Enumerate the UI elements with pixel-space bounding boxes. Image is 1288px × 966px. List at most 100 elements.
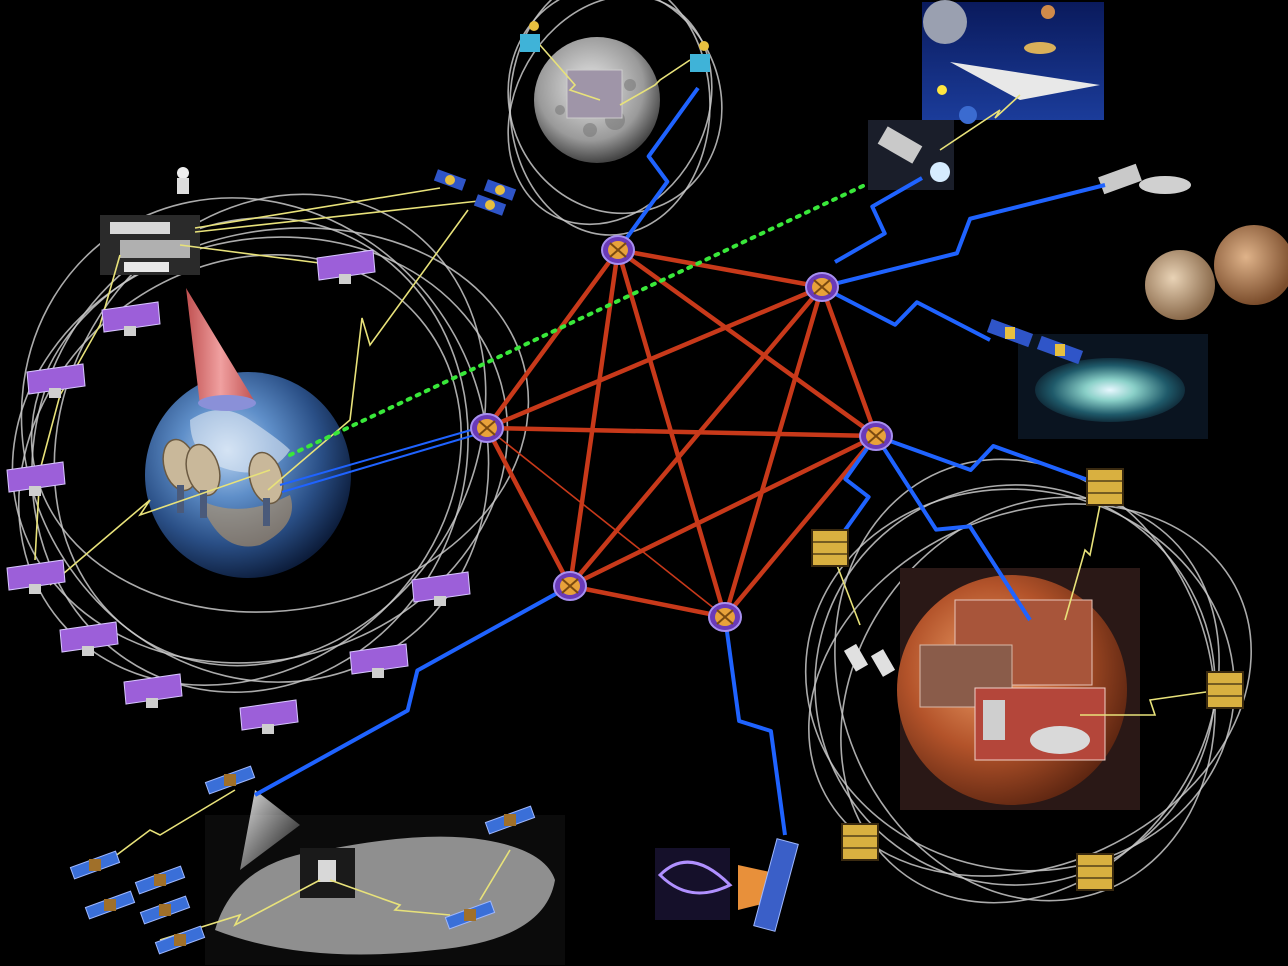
backbone-link [569, 433, 877, 589]
earth-relay-satellite-icon [6, 461, 66, 496]
sat-bus [146, 698, 158, 708]
backbone-link [569, 583, 726, 620]
space-scene-icon [922, 0, 1104, 124]
local-link [939, 94, 1021, 151]
magnetosphere-field [657, 860, 733, 895]
cone-base [198, 395, 256, 411]
sat-bus [1055, 344, 1065, 356]
comm-satellite-icon [433, 169, 467, 191]
hub-strut [609, 242, 627, 258]
beam-cone-icon [186, 288, 256, 411]
sat-bus [1206, 671, 1244, 709]
antenna-mast [200, 490, 207, 518]
station-truss [110, 222, 170, 234]
swarm-satellite-icon [154, 925, 206, 955]
sat-bus [485, 200, 495, 210]
moon-icon [534, 37, 660, 163]
moon-crater [555, 105, 565, 115]
satellites-layer [6, 21, 1244, 955]
mars-orbit [814, 484, 1216, 886]
sat-bus [124, 326, 136, 336]
telescope-icon [868, 120, 954, 190]
asteroid-icon [205, 790, 565, 965]
earth-relay-satellite-icon [123, 673, 183, 708]
sat-bus [82, 646, 94, 656]
local-link [539, 44, 601, 101]
sat-bus [29, 584, 41, 594]
swarm-satellite-icon [204, 765, 256, 795]
solar-panel [349, 643, 409, 675]
lunar-relay-satellite-icon [690, 41, 710, 72]
ringed-planet [1024, 42, 1056, 54]
solar-panel [411, 571, 471, 603]
antenna-dish [248, 451, 284, 505]
lunar-relay-satellite-icon [520, 21, 540, 52]
sat-bus [159, 904, 171, 916]
local-link [49, 469, 271, 586]
backbone-link [723, 434, 878, 619]
sat-bus [690, 54, 710, 72]
earth-relay-satellite-icon [316, 249, 376, 284]
solar-panel [239, 699, 299, 731]
astronaut-head [177, 167, 189, 179]
solar-panel [316, 249, 376, 281]
mars-orbit [834, 458, 1216, 902]
hub-strut [716, 609, 734, 625]
backbone-link [819, 286, 879, 437]
telescope-body [877, 126, 923, 164]
magnetosphere-icon [655, 848, 770, 920]
sat-bus [841, 823, 879, 861]
antenna-mast [263, 498, 270, 526]
heliophysics-satellite-icon [753, 838, 799, 932]
relay-link [821, 285, 991, 342]
probe-body [1098, 163, 1142, 195]
local-link [1064, 504, 1101, 621]
lunar-surface-photo [566, 69, 623, 119]
backbone-link [485, 248, 620, 430]
solar-panel [26, 363, 86, 395]
station-module [124, 262, 169, 272]
solar-panel [101, 301, 161, 333]
backbone-link [485, 426, 572, 588]
planet [1214, 225, 1288, 305]
local-link [329, 879, 451, 916]
backbone-links-layer [485, 247, 879, 620]
sat-bus [154, 874, 166, 886]
relay-hub-icon [708, 602, 742, 632]
probe-icon [1098, 163, 1191, 195]
mars-orbit [804, 488, 1236, 872]
antenna-mast [177, 485, 184, 513]
solar-panel [753, 838, 799, 932]
relay-link [834, 176, 923, 264]
relay-hub-icon [470, 413, 504, 443]
mars-relay-satellite-icon [1076, 853, 1114, 891]
hub-strut [478, 420, 496, 436]
swarm-satellite-icon [444, 900, 496, 930]
antenna-dish [185, 443, 221, 497]
moon-crater [583, 123, 597, 137]
earth-relay-satellite-icon [349, 643, 409, 678]
backbone-link [486, 284, 823, 431]
relay-link [279, 427, 479, 486]
swarm-satellite-icon [139, 895, 191, 925]
sat-bus [1005, 327, 1015, 339]
earth-relay-satellite-icon [26, 363, 86, 398]
sat-bus [520, 34, 540, 52]
solar-panel [6, 559, 66, 591]
sat-bus [174, 934, 186, 946]
sat-bus [504, 814, 516, 826]
mars-relay-satellite-icon [1206, 671, 1244, 709]
cone-body [186, 288, 255, 405]
optical-link-layer [288, 183, 867, 457]
planet [959, 106, 977, 124]
planet [923, 0, 967, 44]
moon-orbit [507, 0, 723, 215]
searchlight-beam [240, 790, 300, 870]
local-link [834, 559, 861, 626]
sat-bus [464, 909, 476, 921]
local-link [109, 789, 236, 861]
science-satellite-icon [986, 318, 1034, 348]
sat-bus [372, 668, 384, 678]
